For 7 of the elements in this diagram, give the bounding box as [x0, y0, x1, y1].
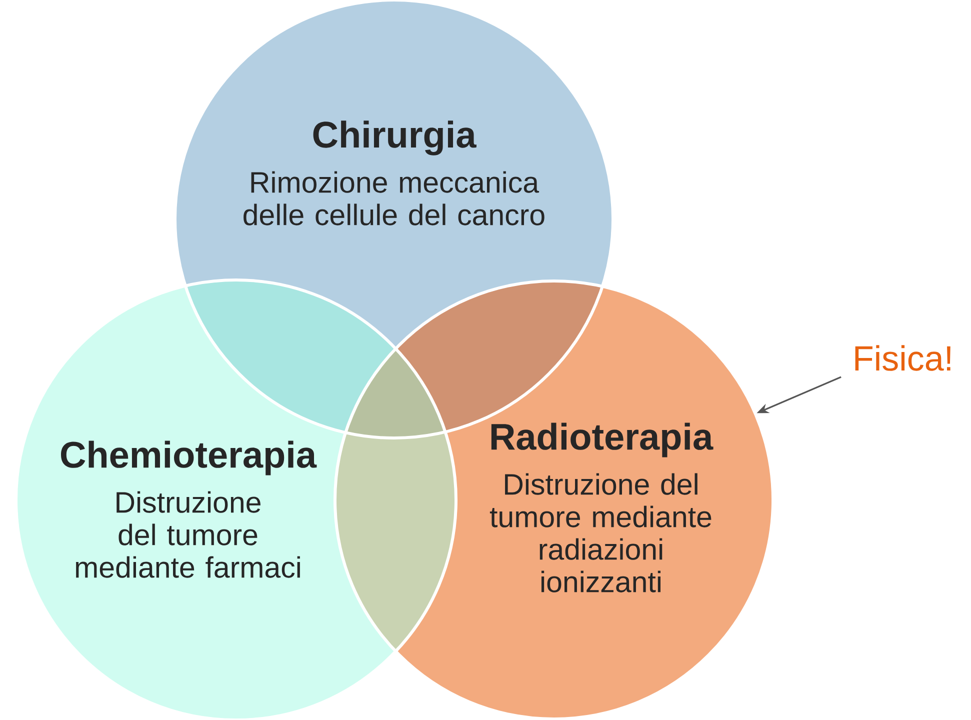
circle-description: Distruzione del tumore mediante radiazioni ionizzanti — [490, 473, 712, 592]
circle-description: Distruzione del tumore mediante farmaci — [76, 491, 300, 578]
circle-description: Rimozione meccanica delle cellule del cancro — [244, 171, 544, 226]
circle-title: Chirurgia — [313, 120, 476, 156]
circle-title: Radioterapia — [491, 422, 714, 458]
circle-title: Chemioterapia — [61, 440, 317, 476]
annotation-text: Fisica! — [855, 345, 950, 371]
